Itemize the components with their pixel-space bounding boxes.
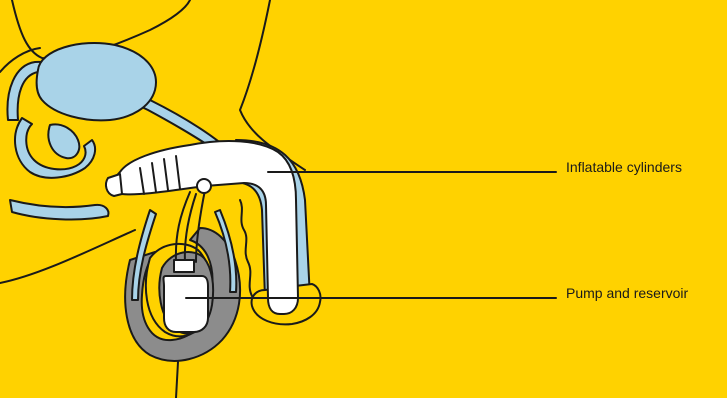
pump-connector [174, 260, 194, 272]
bottom-line [176, 362, 178, 398]
bladder [37, 43, 156, 120]
cylinder-end-cap [106, 174, 122, 196]
tubing-connector [197, 179, 211, 193]
pump-body [164, 276, 209, 332]
label-pump-and-reservoir: Pump and reservoir [566, 285, 688, 301]
seminal-vesicle [48, 124, 79, 158]
lower-tube [10, 200, 108, 219]
label-inflatable-cylinders: Inflatable cylinders [566, 159, 682, 175]
thigh-outline [0, 230, 135, 283]
rectum-outline [240, 200, 252, 296]
